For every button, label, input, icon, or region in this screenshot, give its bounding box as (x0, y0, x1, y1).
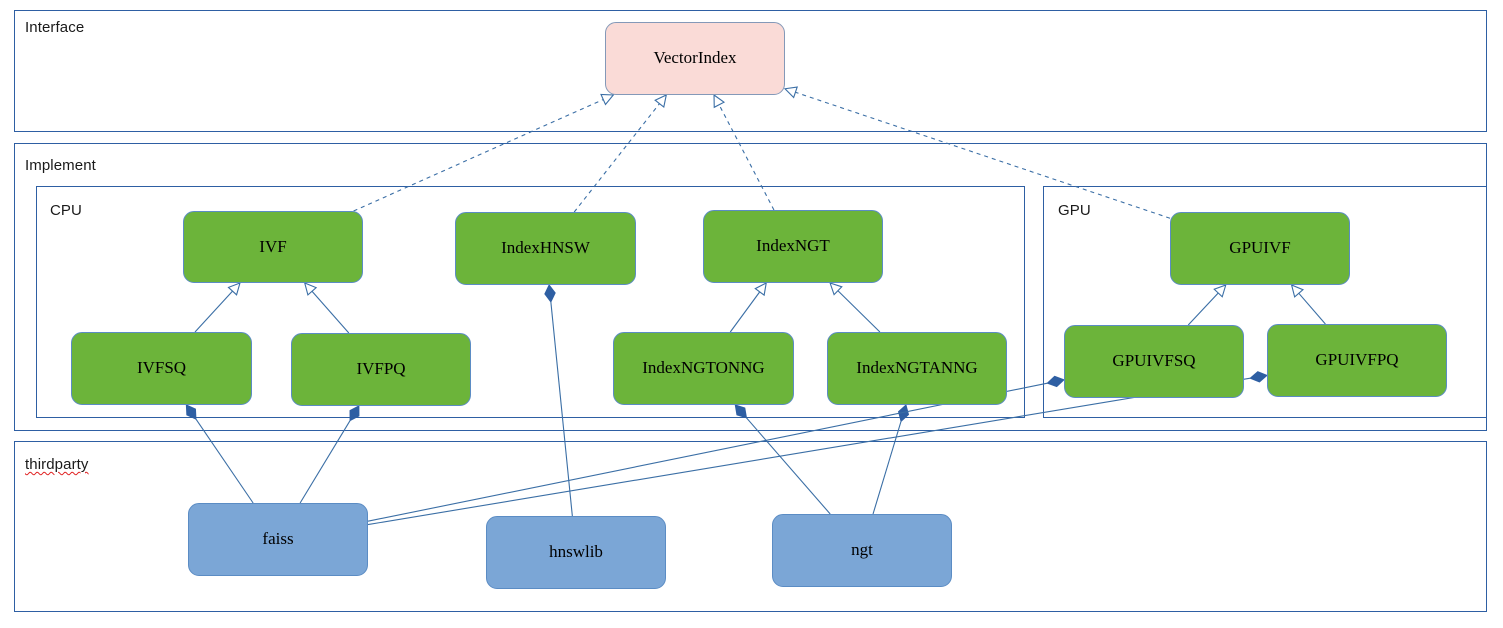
class-node-hnswlib[interactable]: hnswlib (486, 516, 666, 589)
class-node-faiss[interactable]: faiss (188, 503, 368, 576)
class-node-gpuivf[interactable]: GPUIVF (1170, 212, 1350, 285)
group-label-cpu: CPU (50, 202, 82, 219)
class-node-indexngtonng[interactable]: IndexNGTONNG (613, 332, 794, 405)
class-node-ivfpq[interactable]: IVFPQ (291, 333, 471, 406)
class-node-gpuivfpq[interactable]: GPUIVFPQ (1267, 324, 1447, 397)
class-node-indexngtanng[interactable]: IndexNGTANNG (827, 332, 1007, 405)
group-label-thirdparty: thirdparty (25, 456, 89, 473)
class-node-ngt[interactable]: ngt (772, 514, 952, 587)
class-node-gpuivfsq[interactable]: GPUIVFSQ (1064, 325, 1244, 398)
group-gpu (1043, 186, 1487, 418)
group-label-implement: Implement (25, 157, 96, 174)
class-node-indexngt[interactable]: IndexNGT (703, 210, 883, 283)
class-node-ivf[interactable]: IVF (183, 211, 363, 283)
class-node-ivfsq[interactable]: IVFSQ (71, 332, 252, 405)
class-node-indexhnsw[interactable]: IndexHNSW (455, 212, 636, 285)
group-label-interface: Interface (25, 19, 85, 36)
group-label-gpu: GPU (1058, 202, 1091, 219)
class-node-vectorindex[interactable]: VectorIndex (605, 22, 785, 95)
